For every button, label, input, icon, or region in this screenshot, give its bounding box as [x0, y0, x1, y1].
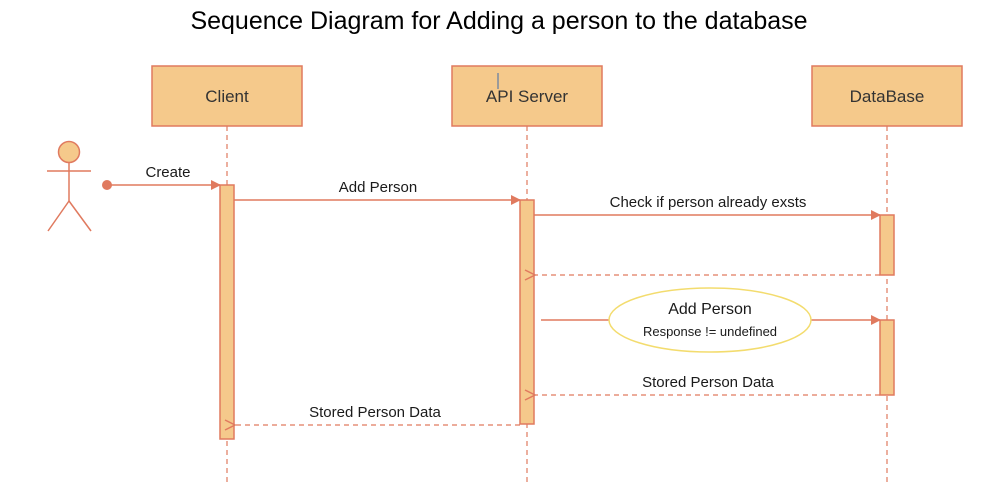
message-label-add-person-client: Add Person [339, 179, 417, 196]
diagram-title: Sequence Diagram for Adding a person to … [190, 7, 807, 35]
message-label-check-exists: Check if person already exsts [610, 194, 807, 211]
lifeline-label-client: Client [205, 87, 249, 106]
lifeline-label-api: API Server [486, 87, 569, 106]
stick-figure-actor-icon[interactable] [47, 140, 92, 232]
message-stored-db[interactable]: Stored Person Data [535, 374, 880, 395]
note-condition-label: Response != undefined [643, 324, 777, 339]
message-label-create: Create [145, 164, 190, 181]
message-create[interactable]: Create [102, 164, 221, 190]
lifeline-box-client[interactable]: Client [151, 65, 303, 127]
activation-bar-db-check[interactable] [879, 214, 895, 276]
message-stored-client[interactable]: Stored Person Data [235, 404, 520, 425]
lifeline-box-db[interactable]: DataBase [811, 65, 963, 127]
activation-bar-db-add[interactable] [879, 319, 895, 396]
note-message-label: Add Person [668, 301, 752, 318]
message-check-exists[interactable]: Check if person already exsts [534, 194, 881, 220]
lifeline-box-api[interactable]: API Server [451, 65, 603, 127]
message-label-stored-client: Stored Person Data [309, 404, 441, 421]
condition-note[interactable]: Add Person Response != undefined [608, 287, 812, 353]
activation-bar-api[interactable] [519, 199, 535, 425]
message-add-person-client[interactable]: Add Person [234, 179, 521, 205]
found-message-dot-icon [102, 180, 112, 190]
activation-bar-client[interactable] [219, 184, 235, 440]
message-label-stored-db: Stored Person Data [642, 374, 774, 391]
lifeline-label-db: DataBase [850, 87, 925, 106]
